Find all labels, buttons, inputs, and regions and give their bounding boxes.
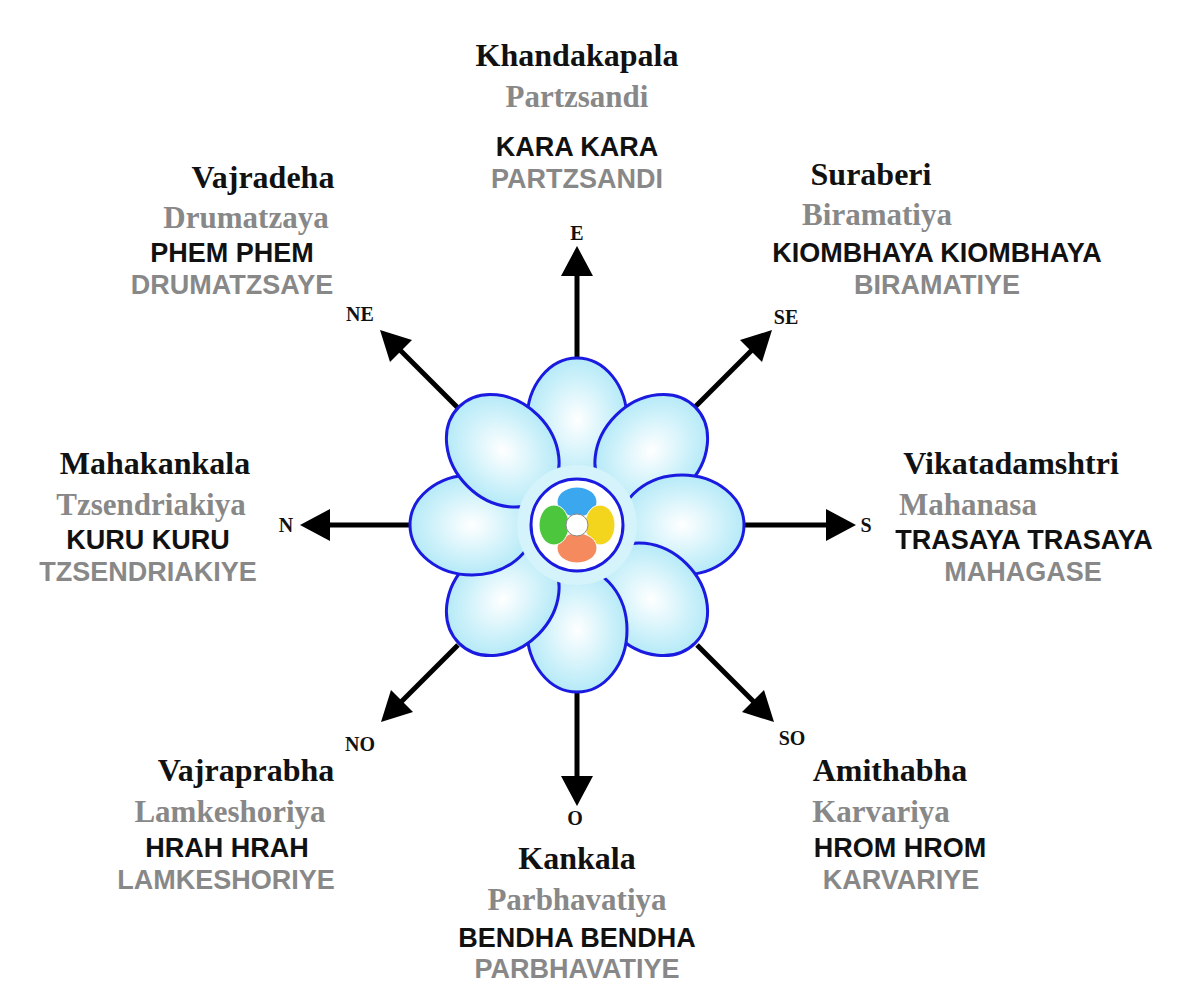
consort-name: Mahanasa xyxy=(899,488,1037,522)
lotus-center xyxy=(531,479,623,571)
consort-name: Partzsandi xyxy=(506,80,649,114)
consort-name: Lamkeshoriya xyxy=(134,795,325,829)
lotus-petals xyxy=(410,358,744,692)
mantra-name: MAHAGASE xyxy=(944,558,1102,588)
mantra: HRAH HRAH xyxy=(145,834,309,864)
deity-name: Suraberi xyxy=(811,157,932,192)
mantra: BENDHA BENDHA xyxy=(458,924,696,954)
consort-name: Biramatiya xyxy=(802,198,952,232)
deity-name: Khandakapala xyxy=(476,38,679,73)
direction-letter: N xyxy=(279,514,293,536)
deity-name: Vajradeha xyxy=(192,160,335,195)
mantra-name: LAMKESHORIYE xyxy=(117,866,335,896)
mantra: HROM HROM xyxy=(814,834,986,864)
consort-name: Karvariya xyxy=(812,795,950,829)
deity-name: Vajraprabha xyxy=(158,753,335,788)
deity-name: Amithabha xyxy=(813,753,968,788)
consort-name: Parbhavatiya xyxy=(487,883,666,917)
mantra-name: BIRAMATIYE xyxy=(854,271,1020,301)
direction-letter: NE xyxy=(346,303,374,325)
direction-letter: E xyxy=(570,222,583,244)
direction-letter: S xyxy=(860,514,871,536)
direction-letter: O xyxy=(567,807,583,829)
mantra-name: TZSENDRIAKIYE xyxy=(39,558,257,588)
mantra: KARA KARA xyxy=(496,133,659,163)
inner-petals xyxy=(539,487,615,563)
mantra: KIOMBHAYA KIOMBHAYA xyxy=(772,239,1102,269)
direction-letter: SE xyxy=(774,306,798,328)
mantra-name: DRUMATZSAYE xyxy=(131,271,334,301)
deity-name: Kankala xyxy=(518,841,635,876)
deity-name: Vikatadamshtri xyxy=(903,446,1119,481)
mantra: PHEM PHEM xyxy=(150,239,314,269)
direction-letter: NO xyxy=(345,733,375,755)
mantra-name: PARTZSANDI xyxy=(491,165,663,195)
direction-arrows xyxy=(300,246,856,806)
consort-name: Tzsendriakiya xyxy=(56,488,245,522)
mantra: KURU KURU xyxy=(66,526,230,556)
deity-name: Mahakankala xyxy=(60,446,250,481)
direction-letter: SO xyxy=(779,727,806,749)
mantra: TRASAYA TRASAYA xyxy=(895,526,1153,556)
consort-name: Drumatzaya xyxy=(163,201,328,235)
mantra-name: PARBHAVATIYE xyxy=(474,955,679,985)
mantra-name: KARVARIYE xyxy=(823,866,980,896)
